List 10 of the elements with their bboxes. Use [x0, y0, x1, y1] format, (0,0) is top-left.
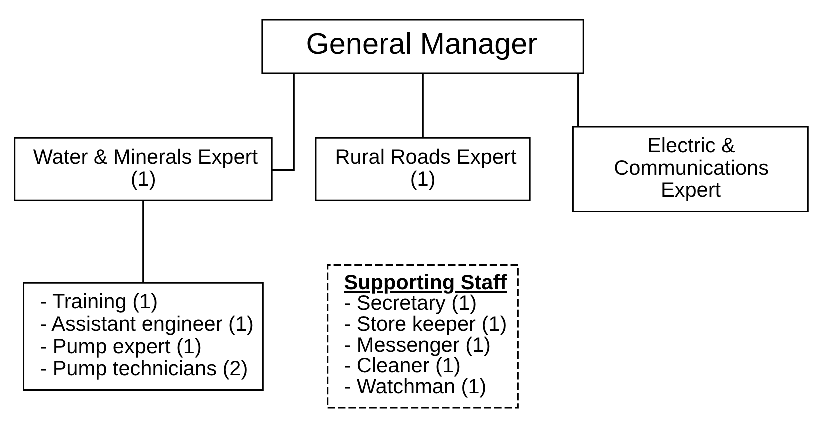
connector	[578, 74, 580, 127]
connector	[142, 200, 144, 283]
node-box: Electric & Communications Expert	[572, 126, 809, 213]
node-box: Supporting Staff - Secretary (1) - Store keeper (1) - Messenger (1) - Cleaner (1) - Watchman (1)	[327, 264, 519, 409]
connector	[422, 74, 424, 138]
node-box: Water & Minerals Expert (1)	[14, 137, 273, 202]
node-box: Rural Roads Expert (1)	[315, 137, 531, 202]
node-box: General Manager	[262, 19, 584, 74]
connector	[272, 74, 295, 172]
node-box: - Training (1) - Assistant engineer (1) - Pump expert (1) - Pump technicians (2)	[23, 282, 264, 391]
